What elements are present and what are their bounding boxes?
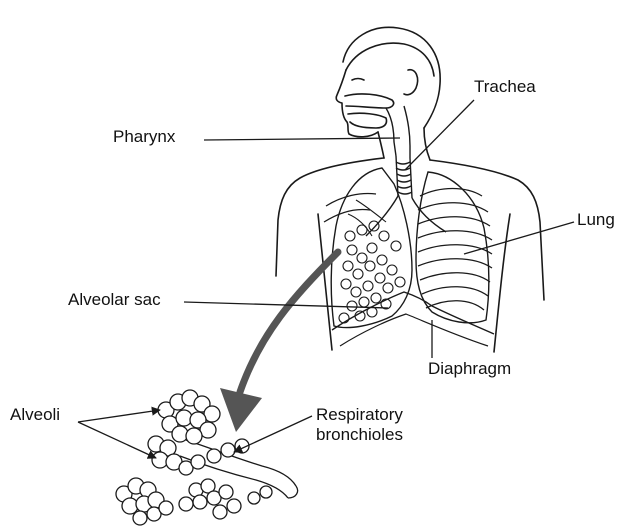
torso-left [318, 214, 332, 350]
leader-pharynx [204, 138, 400, 140]
trachea-rings [396, 162, 412, 194]
pharynx-outline [386, 108, 396, 156]
leader-alveoli-upper [78, 410, 160, 422]
leader-lung [464, 222, 574, 254]
neck-back [424, 128, 430, 160]
zoom-arrow-head [220, 388, 262, 432]
label-pharynx: Pharynx [113, 127, 175, 147]
bronchiole-end [288, 486, 298, 498]
left-lung [331, 168, 412, 328]
face-profile [336, 70, 378, 137]
label-alveoli: Alveoli [10, 405, 60, 425]
ear-outline [404, 70, 418, 95]
neck-front [378, 132, 384, 158]
label-alveolar-sac: Alveolar sac [68, 290, 161, 310]
nasal-cavity [345, 94, 394, 108]
leader-alveoli-lower [78, 422, 156, 458]
label-lung: Lung [577, 210, 615, 230]
alveoli-cluster [116, 390, 298, 525]
hair-outline [346, 43, 434, 76]
label-respiratory-line1: Respiratory [316, 405, 403, 425]
left-lung-outline [331, 168, 412, 328]
label-diaphragm: Diaphragm [428, 359, 511, 379]
oral-cavity [348, 113, 387, 128]
label-trachea: Trachea [474, 77, 536, 97]
torso-right [494, 214, 510, 352]
airway [366, 106, 446, 236]
right-shoulder [430, 160, 544, 300]
diaphragm-lower [340, 314, 488, 346]
right-lung [324, 172, 492, 323]
leader-trachea [405, 100, 474, 170]
label-respiratory-line2: bronchioles [316, 425, 403, 445]
eye-outline [352, 79, 364, 81]
label-respiratory-bronchioles: Respiratory bronchioles [316, 405, 403, 445]
left-lung-alveolar-tissue [339, 200, 405, 323]
pharynx-outline-back [404, 106, 410, 158]
leader-respiratory-bronchioles [234, 416, 312, 452]
